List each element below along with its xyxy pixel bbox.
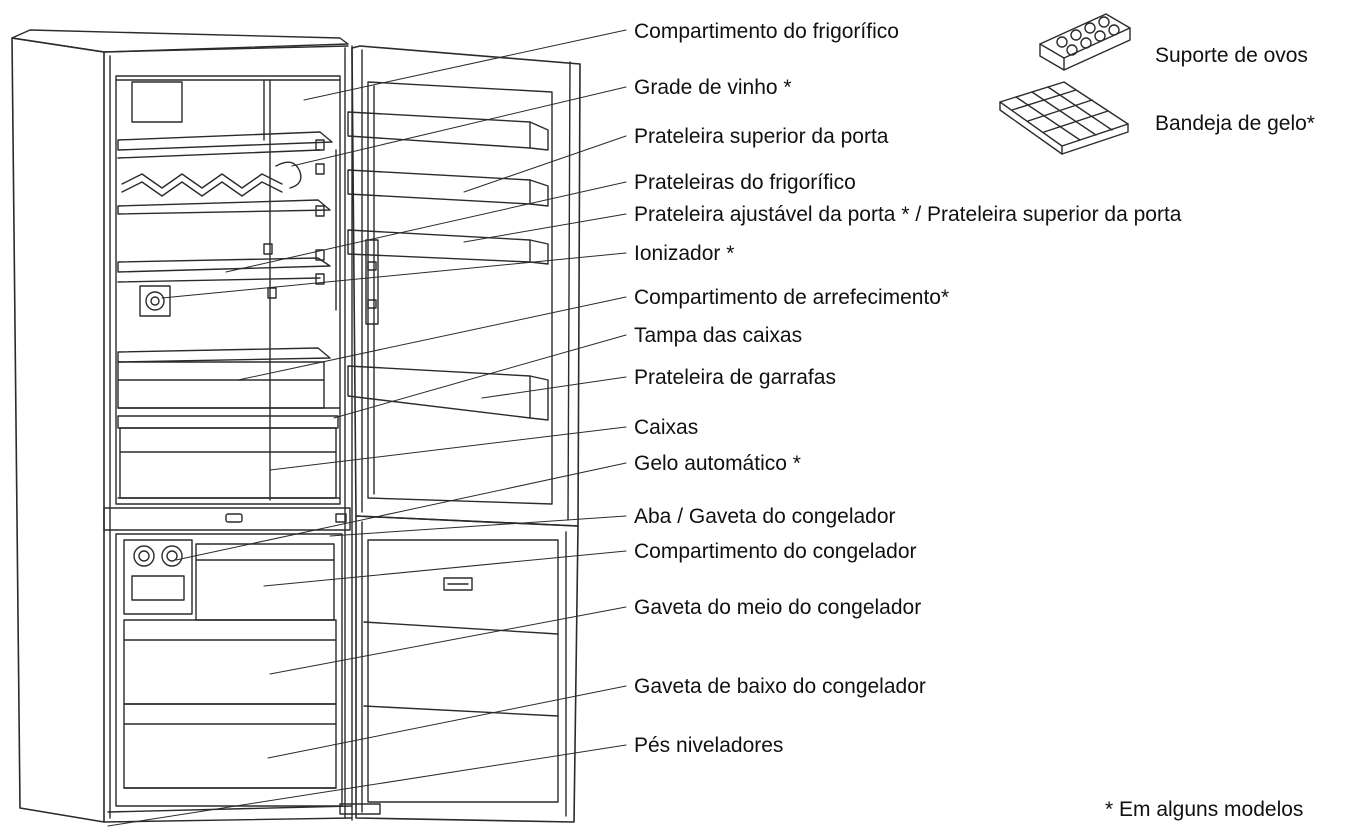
label-automatic-ice: Gelo automático * xyxy=(634,452,801,475)
label-freezer-compartment: Compartimento do congelador xyxy=(634,540,917,563)
label-chiller-compartment: Compartimento de arrefecimento* xyxy=(634,286,950,309)
label-egg-holder: Suporte de ovos xyxy=(1155,44,1308,67)
fridge-interior xyxy=(104,76,350,530)
label-fridge-shelves: Prateleiras do frigorífico xyxy=(634,171,856,194)
label-adjustable-door-shelf: Prateleira ajustável da porta * / Pratel… xyxy=(634,203,1182,226)
label-wine-rack: Grade de vinho * xyxy=(634,76,792,99)
label-freezer-bottom-drawer: Gaveta de baixo do congelador xyxy=(634,675,926,698)
label-fridge-compartment: Compartimento do frigorífico xyxy=(634,20,899,43)
ice-tray-drawing xyxy=(1000,82,1128,154)
fridge-door xyxy=(348,46,580,526)
label-freezer-flap-drawer: Aba / Gaveta do congelador xyxy=(634,505,896,528)
label-bottle-shelf: Prateleira de garrafas xyxy=(634,366,836,389)
label-ionizer: Ionizador * xyxy=(634,242,735,265)
label-leveling-feet: Pés niveladores xyxy=(634,734,784,757)
freezer-door xyxy=(340,516,578,822)
cabinet-body xyxy=(12,30,352,822)
freezer-interior xyxy=(116,534,342,806)
label-upper-door-shelf: Prateleira superior da porta xyxy=(634,125,889,148)
leader-lines xyxy=(108,30,626,826)
label-ice-tray: Bandeja de gelo* xyxy=(1155,112,1315,135)
label-freezer-middle-drawer: Gaveta do meio do congelador xyxy=(634,596,922,619)
footnote: * Em alguns modelos xyxy=(1105,798,1304,821)
label-crisper-cover: Tampa das caixas xyxy=(634,324,803,347)
egg-holder-drawing xyxy=(1040,14,1130,70)
label-crispers: Caixas xyxy=(634,416,699,439)
